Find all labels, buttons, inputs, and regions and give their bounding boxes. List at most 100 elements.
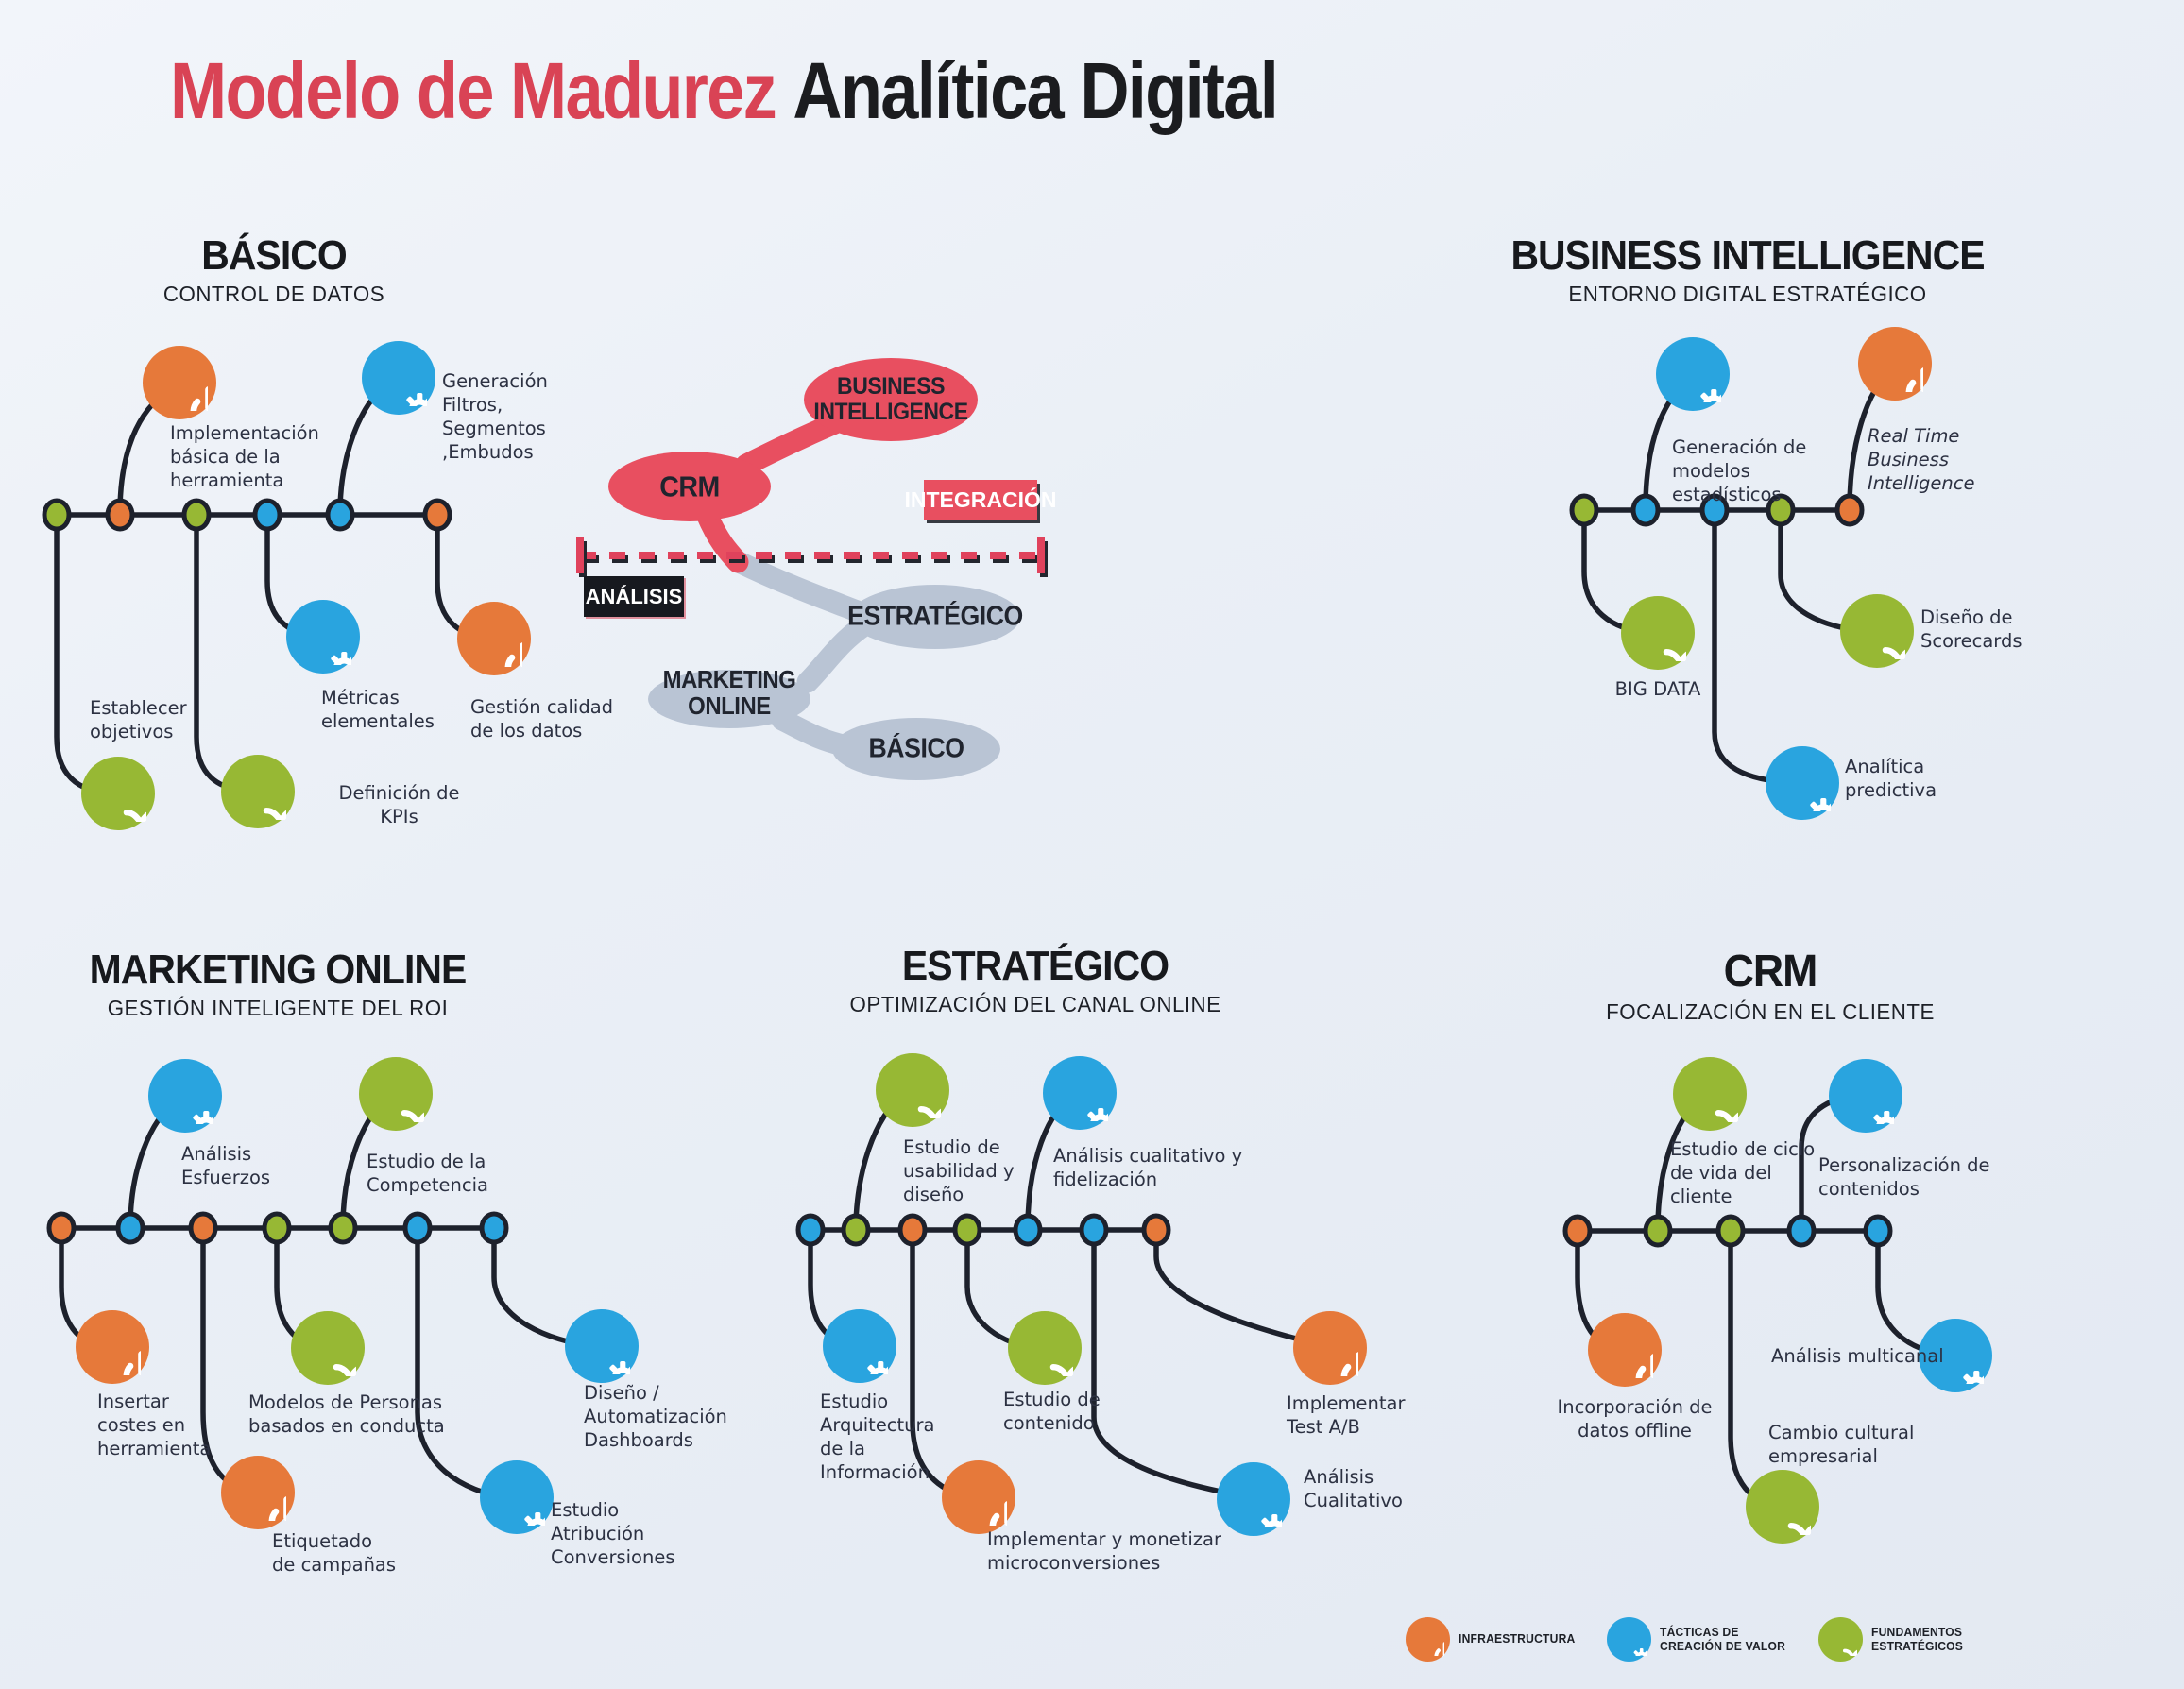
timeline-node — [1630, 493, 1661, 527]
shuffle-icon — [81, 757, 155, 830]
item-label: Incorporación de datos offline — [1557, 1396, 1713, 1442]
item-label: Insertar costes en herramienta — [97, 1390, 212, 1459]
section-title: MARKETING ONLINE — [89, 947, 468, 993]
gears-icon — [1217, 1462, 1290, 1536]
analysis-tag: ANÁLISIS — [584, 576, 684, 617]
gears-icon — [286, 600, 360, 674]
legend-label: TÁCTICAS DE CREACIÓN DE VALOR — [1660, 1625, 1786, 1653]
timeline-node — [841, 1213, 871, 1247]
legend: INFRAESTRUCTURA TÁCTICAS DE CREACIÓN DE … — [1406, 1617, 1966, 1662]
section-subtitle: OPTIMIZACIÓN DEL CANAL ONLINE — [849, 992, 1221, 1017]
item-label: Personalización de contenidos — [1818, 1154, 1990, 1200]
item-label: Cambio cultural empresarial — [1768, 1422, 1915, 1467]
timeline-wires — [795, 1091, 1325, 1500]
gears-icon — [823, 1309, 896, 1383]
gears-icon — [1829, 1059, 1902, 1133]
item-label: Análisis multicanal — [1771, 1345, 1944, 1367]
timeline-wires — [1569, 370, 1890, 786]
section-estrategico: ESTRATÉGICO OPTIMIZACIÓN DEL CANAL ONLIN… — [793, 943, 1455, 1606]
power-icon — [221, 1456, 295, 1529]
timeline-node — [1863, 1214, 1893, 1248]
bubble-label-basico: BÁSICO — [868, 733, 964, 764]
timeline-node — [952, 1213, 982, 1247]
gears-icon — [1043, 1056, 1117, 1130]
section-crm: CRM FOCALIZACIÓN EN EL CLIENTE Estudio d… — [1549, 945, 2184, 1606]
section-header: ESTRATÉGICO OPTIMIZACIÓN DEL CANAL ONLIN… — [844, 943, 1226, 1017]
shuffle-icon — [291, 1311, 365, 1385]
gears-icon — [480, 1460, 554, 1534]
power-icon — [1293, 1311, 1367, 1385]
bubble-label-marketing-online: MARKETING ONLINE — [662, 664, 796, 720]
section-subtitle: FOCALIZACIÓN EN EL CLIENTE — [1606, 999, 1935, 1025]
gears-icon — [1656, 337, 1730, 411]
section-title: ESTRATÉGICO — [901, 943, 1169, 989]
item-label: Analítica predictiva — [1845, 756, 1937, 801]
power-icon — [942, 1460, 1015, 1534]
section-business-intelligence: BUSINESS INTELLIGENCE ENTORNO DIGITAL ES… — [1510, 227, 2184, 869]
section-marketing-online: MARKETING ONLINE GESTIÓN INTELIGENTE DEL… — [38, 945, 775, 1606]
maturity-path-graphic — [576, 358, 1048, 780]
gears-icon — [1766, 746, 1839, 820]
maturity-path-diagram: BUSINESS INTELLIGENCE CRM ESTRATÉGICO MA… — [567, 331, 1521, 841]
item-label: Métricas elementales — [321, 687, 435, 732]
item-label: Estudio de usabilidad y diseño — [903, 1136, 1015, 1205]
gears-icon — [1607, 1617, 1652, 1662]
timeline-node — [1766, 493, 1796, 527]
timeline-node — [1834, 493, 1865, 527]
item-label: Implementación básica de la herramienta — [170, 422, 319, 491]
legend-label: INFRAESTRUCTURA — [1459, 1632, 1576, 1646]
bubble-label-estrategico: ESTRATÉGICO — [847, 601, 1023, 632]
timeline-node — [479, 1211, 509, 1245]
timeline-node — [115, 1211, 145, 1245]
power-icon — [1858, 327, 1932, 401]
power-icon — [457, 602, 531, 675]
timeline-node — [1079, 1213, 1109, 1247]
timeline-node — [328, 1211, 358, 1245]
page-title: Modelo de Madurez Analítica Digital — [170, 45, 1279, 137]
legend-item-infraestructura: INFRAESTRUCTURA — [1406, 1617, 1578, 1662]
timeline-node — [1562, 1214, 1593, 1248]
shuffle-icon — [1008, 1311, 1082, 1385]
item-label: Estudio de ciclo de vida del cliente — [1670, 1138, 1816, 1207]
timeline-node — [1013, 1213, 1043, 1247]
item-label: Estudio Arquitectura de la Información — [820, 1390, 935, 1483]
timeline-node — [1699, 493, 1730, 527]
title-red-part: Modelo de Madurez — [170, 46, 777, 135]
timeline-node — [1643, 1214, 1673, 1248]
timeline-node — [1569, 493, 1599, 527]
shuffle-icon — [359, 1057, 433, 1131]
item-label: Diseño / Automatización Dashboards — [584, 1382, 727, 1451]
shuffle-icon — [1817, 1617, 1863, 1662]
power-icon — [1588, 1313, 1662, 1387]
timeline-node — [262, 1211, 292, 1245]
timeline-node — [42, 498, 72, 532]
bubble-label-business-intelligence: BUSINESS INTELLIGENCE — [813, 373, 968, 425]
power-icon — [1406, 1617, 1450, 1662]
item-label: Modelos de Personas basados en conducta — [248, 1391, 445, 1437]
item-label: Generación Filtros, Segmentos ,Embudos — [442, 370, 548, 463]
section-subtitle: ENTORNO DIGITAL ESTRATÉGICO — [1568, 282, 1927, 307]
timeline-node — [402, 1211, 433, 1245]
shuffle-icon — [1746, 1470, 1819, 1544]
shuffle-icon — [876, 1053, 949, 1127]
section-header: MARKETING ONLINE GESTIÓN INTELIGENTE DEL… — [76, 947, 481, 1021]
section-header: CRM FOCALIZACIÓN EN EL CLIENTE — [1601, 947, 1940, 1025]
gears-icon — [565, 1309, 639, 1383]
timeline-node — [181, 498, 212, 532]
section-subtitle: CONTROL DE DATOS — [162, 282, 385, 307]
gears-icon — [148, 1059, 222, 1133]
bubble-label-crm: CRM — [659, 469, 720, 503]
power-icon — [76, 1310, 149, 1384]
section-subtitle: GESTIÓN INTELIGENTE DEL ROI — [107, 996, 449, 1021]
legend-item-tacticas: TÁCTICAS DE CREACIÓN DE VALOR — [1607, 1617, 1789, 1662]
timeline-node — [252, 498, 282, 532]
legend-item-fundamentos: FUNDAMENTOS ESTRATÉGICOS — [1817, 1617, 1966, 1662]
item-label: Estudio de la Competencia — [367, 1151, 489, 1196]
section-title: BÁSICO — [201, 232, 347, 279]
item-label: Implementar y monetizar microconversione… — [987, 1528, 1221, 1574]
shuffle-icon — [1840, 594, 1914, 668]
legend-label: FUNDAMENTOS ESTRATÉGICOS — [1870, 1625, 1963, 1653]
shuffle-icon — [1621, 596, 1695, 670]
timeline-wires — [1562, 1094, 1951, 1509]
